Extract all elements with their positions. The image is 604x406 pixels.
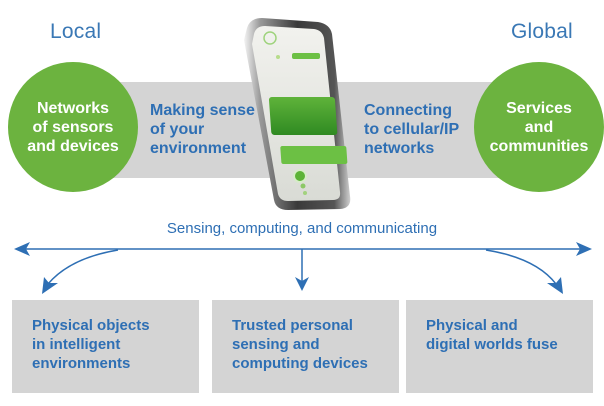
- circle-line: of sensors: [32, 118, 114, 136]
- global-services-circle: Services and communities: [474, 62, 604, 192]
- global-label: Global: [511, 20, 573, 43]
- outcome-box: Physical objects in intelligent environm…: [12, 300, 199, 393]
- app-icon: [263, 31, 277, 45]
- axis-label: Sensing, computing, and communicating: [166, 220, 438, 237]
- circle-line: and: [524, 118, 554, 136]
- curve-right: [485, 249, 557, 285]
- making-sense-text: Making sense of your environment: [150, 102, 255, 157]
- outcome-box: Trusted personal sensing and computing d…: [212, 300, 399, 393]
- local-label: Local: [50, 20, 102, 43]
- circle-line: Networks: [36, 99, 109, 117]
- arrow-down-left-icon: [42, 277, 58, 294]
- arrow-right-icon: [576, 242, 592, 256]
- outcome-box: Physical and digital worlds fuse: [406, 300, 593, 393]
- info-panel: [268, 97, 338, 135]
- circle-line: and devices: [27, 137, 119, 155]
- status-dot-icon: [276, 55, 280, 59]
- circle-line: Services: [506, 99, 572, 117]
- arrows: [14, 242, 592, 294]
- arrow-down-icon: [295, 277, 309, 291]
- action-panel: [280, 146, 348, 164]
- curve-left: [47, 249, 119, 285]
- connecting-text: Connecting to cellular/IP networks: [364, 102, 460, 157]
- local-networks-circle: Networks of sensors and devices: [8, 62, 138, 192]
- home-button-icon: [293, 169, 307, 183]
- circle-line: communities: [489, 137, 589, 155]
- arrow-down-right-icon: [547, 277, 563, 294]
- status-bar: [292, 53, 320, 59]
- arrow-left-icon: [14, 242, 30, 256]
- phone-device: [244, 18, 351, 210]
